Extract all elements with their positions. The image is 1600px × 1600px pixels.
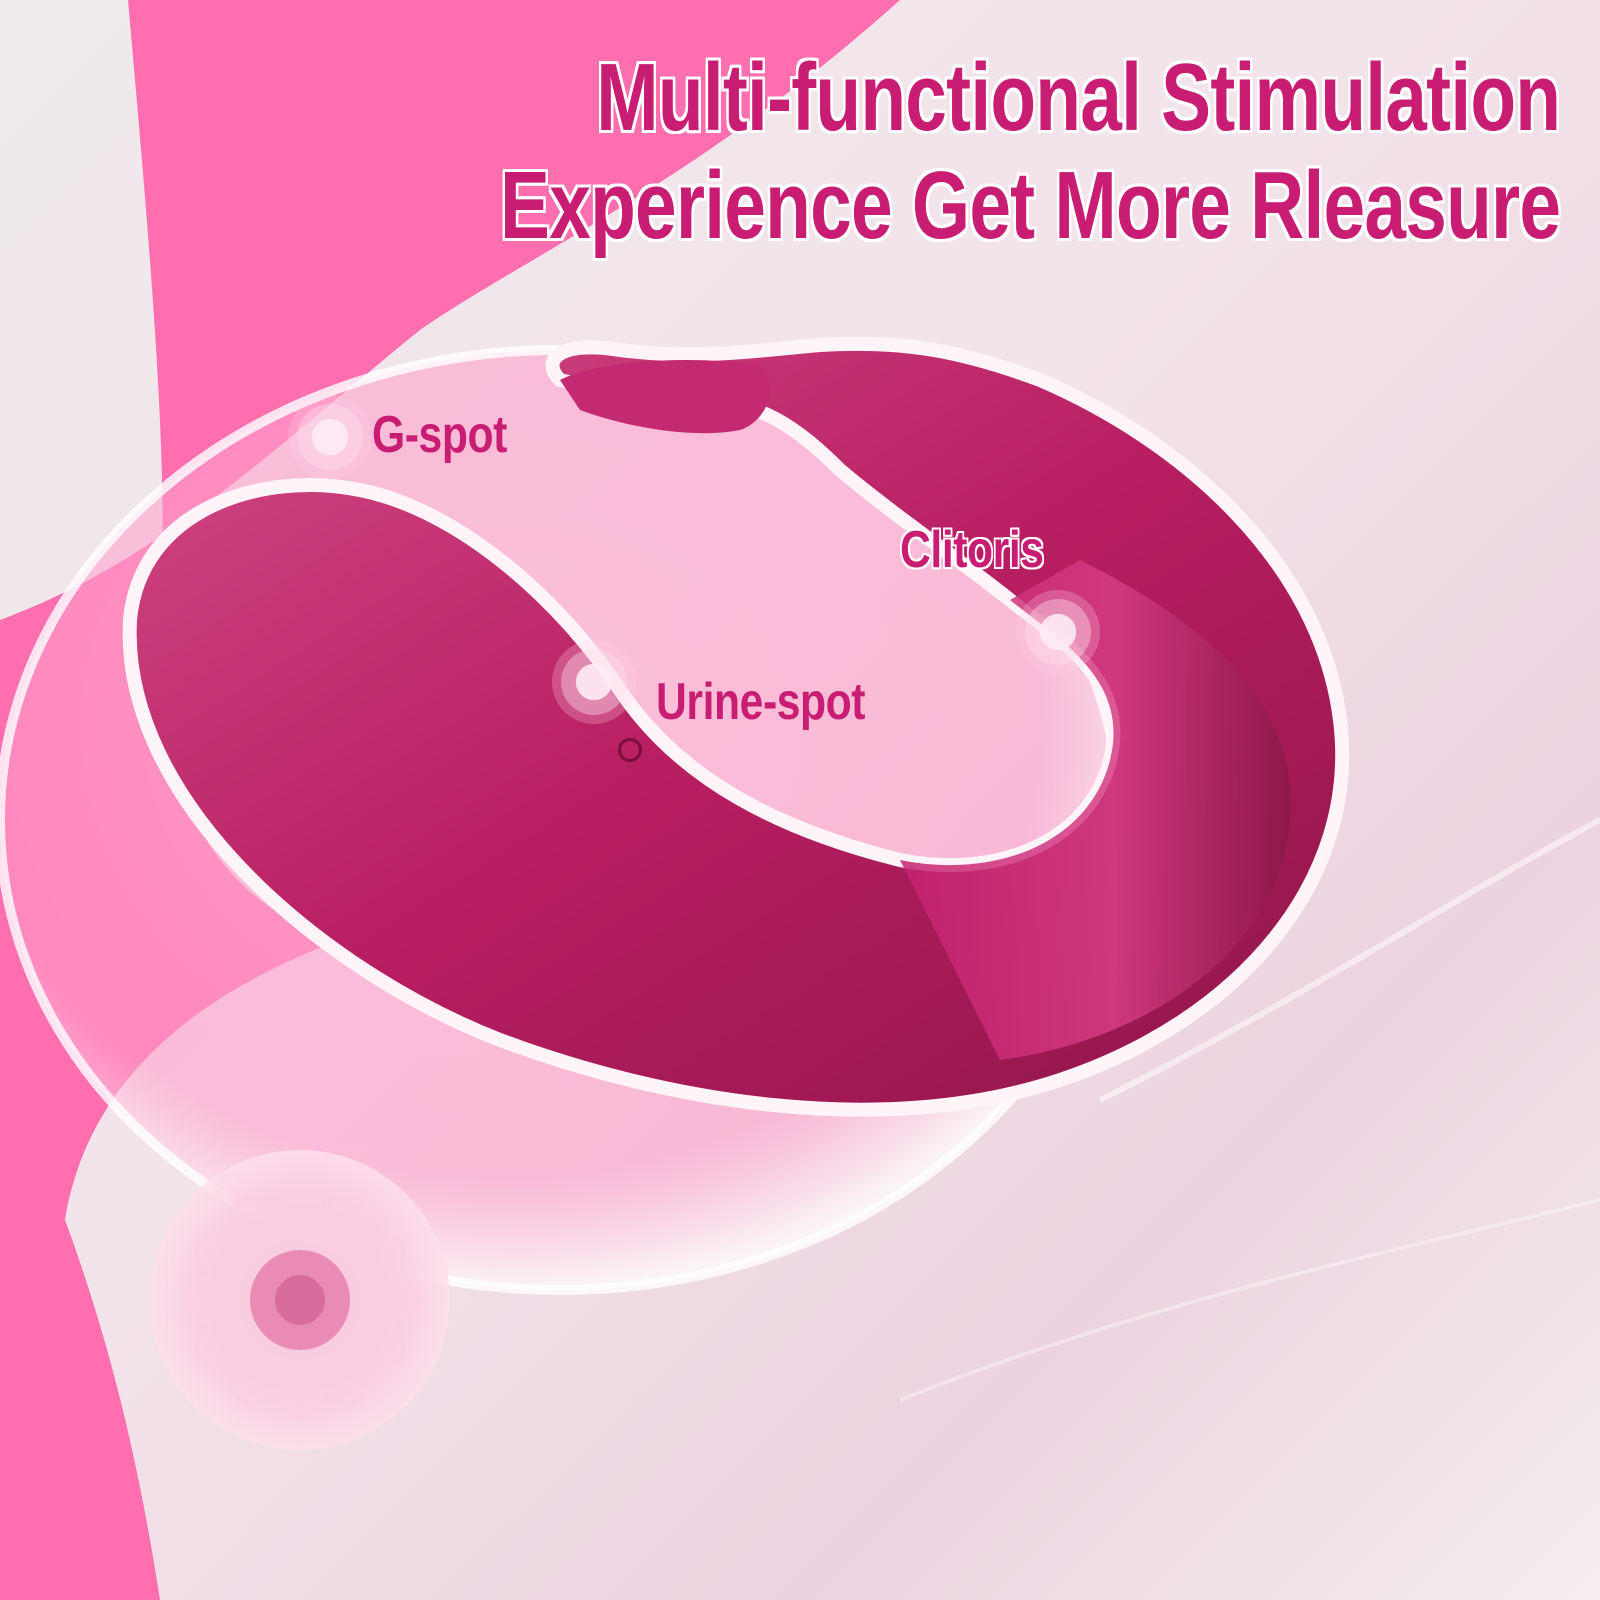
headline: Multi-functional Stimulation Experience … [499,44,1561,266]
g-spot-label: G-spot [372,406,507,464]
flower-decoration [150,1150,450,1450]
clitoris-label: Clitoris [900,521,1044,579]
product-shape [122,336,1350,1117]
clitoris-marker-icon [1016,590,1100,674]
headline-line-1: Multi-functional Stimulation [596,44,1561,151]
pink-swoosh-shape [0,0,900,1600]
headline-line-2: Experience Get More Rleasure [499,152,1561,259]
power-button-icon [618,738,642,762]
urine-spot-marker-icon [552,640,636,724]
urine-spot-label: Urine-spot [656,673,866,731]
g-spot-marker-icon [288,395,372,479]
